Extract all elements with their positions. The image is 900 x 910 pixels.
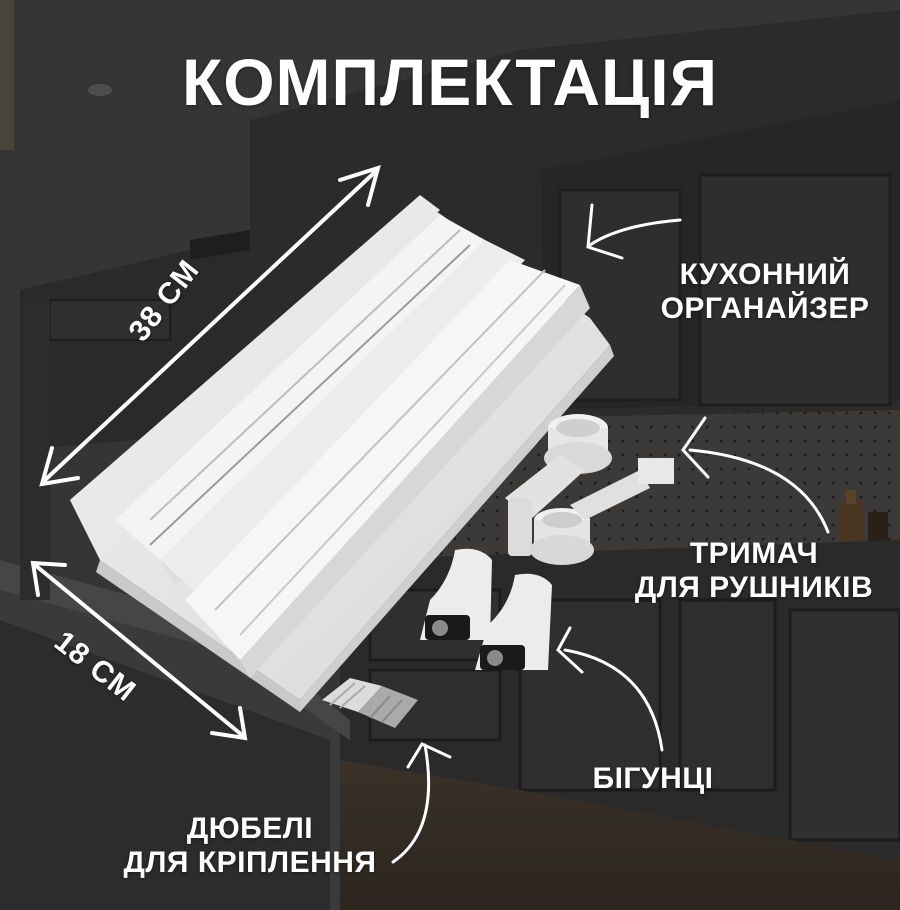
dimension-arrow-18cm: [30, 560, 248, 741]
dowels-illustration: [322, 678, 418, 728]
runners-illustration: [420, 548, 552, 670]
page-title: КОМПЛЕКТАЦІЯ: [181, 45, 719, 119]
callout-arrow-dowels: [391, 743, 431, 864]
label-towel-holder-line1: ТРИМАЧ: [689, 537, 819, 570]
callout-arrow-organizer: [588, 218, 682, 247]
label-dowels: ДЮБЕЛІ ДЛЯ КРІПЛЕННЯ: [100, 812, 400, 879]
callout-arrow-towel-holder: [688, 448, 830, 534]
label-kitchen-organizer-line1: КУХОННИЙ: [679, 258, 851, 291]
label-runners-line1: БІГУНЦІ: [592, 762, 714, 795]
label-towel-holder: ТРИМАЧ ДЛЯ РУШНИКІВ: [608, 537, 900, 604]
dimension-arrow-38cm: [39, 164, 381, 487]
label-dowels-line2: ДЛЯ КРІПЛЕННЯ: [123, 845, 377, 879]
label-runners: БІГУНЦІ: [578, 762, 728, 796]
callout-arrow-runners: [563, 648, 664, 752]
label-kitchen-organizer: КУХОННИЙ ОРГАНАЙЗЕР: [640, 258, 890, 325]
label-dowels-line1: ДЮБЕЛІ: [186, 812, 314, 845]
label-towel-holder-line2: ДЛЯ РУШНИКІВ: [634, 570, 874, 604]
towel-holder-illustration: [505, 414, 674, 565]
label-kitchen-organizer-line2: ОРГАНАЙЗЕР: [660, 291, 870, 325]
organizer-illustration: [70, 195, 614, 712]
